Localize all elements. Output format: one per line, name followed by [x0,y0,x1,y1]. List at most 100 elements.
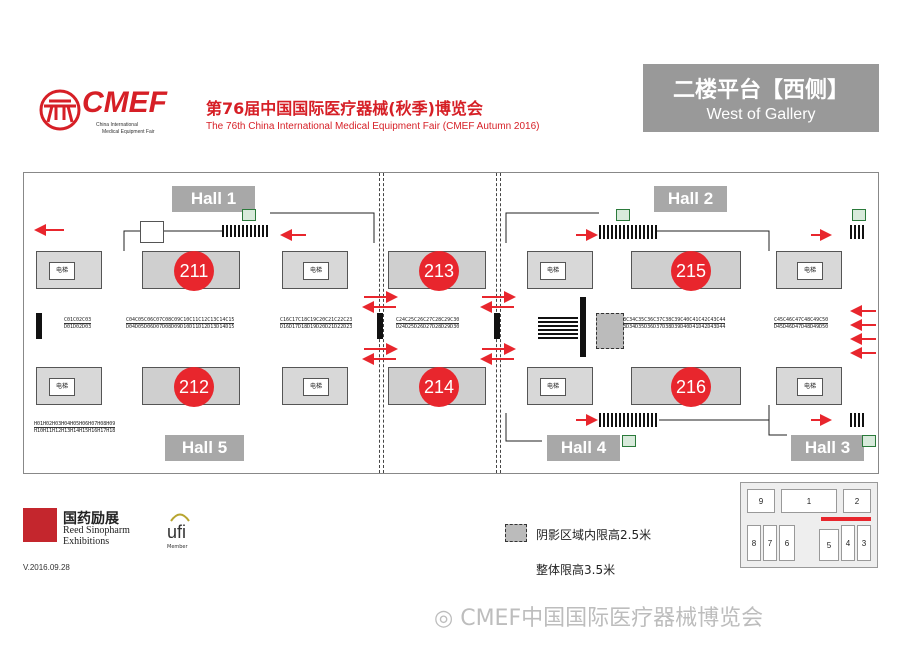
booth-row[interactable]: D04D05D06D07D08D09D10D11D12D13D14D15 [126,324,235,330]
minimap-current-area [821,517,871,521]
ufi-text: ufi [167,522,187,542]
venue-minimap[interactable]: 9 1 2 8 7 6 5 4 3 [740,482,878,568]
booth-row[interactable]: H01H02H03H04H05H06H07H08H09 [34,421,116,428]
booth-group-d[interactable]: C24C25C26C27C28C29C30 D24D25D26D27D28D29… [396,317,460,330]
stairs [599,413,659,427]
minimap-hall-6[interactable]: 6 [779,525,795,561]
page-title-cn: 第76届中国国际医疗器械(秋季)博览会 [206,99,483,118]
minimap-hall-5[interactable]: 5 [819,529,839,561]
area-badge-cn: 二楼平台【西侧】 [672,78,849,103]
stairs [850,225,866,239]
elevator-block-4: 电梯 [776,251,842,289]
booth-row[interactable]: D16D17D18D19D20D21D22D23 [280,324,353,330]
legend-overall-text: 整体限高3.5米 [536,563,616,577]
direction-arrows [34,224,876,426]
elevator-icon: 电梯 [797,262,823,280]
logo-subtitle-1: China International [96,122,138,128]
height-limit-zone [596,313,624,349]
elevator-block-6: 电梯 [282,367,348,405]
divider-4 [500,173,501,473]
area-badge: 二楼平台【西侧】 West of Gallery [643,64,879,132]
minimap-hall-1[interactable]: 1 [781,489,837,513]
legend-shade-text: 阴影区域内限高2.5米 [536,528,652,542]
booth-group-c[interactable]: C16C17C18C19C20C21C22C23 D16D17D18D19D20… [280,317,353,330]
ufi-logo: ufi Member [165,512,195,552]
booth-row[interactable]: C24C25C26C27C28C29C30 [396,317,460,324]
elevator-icon: 电梯 [303,262,329,280]
version-text: V.2016.09.28 [23,563,70,572]
booth-row[interactable]: D01D02D03 [64,324,92,330]
logo-wordmark: CMEF [82,86,167,119]
exit-sign-icon [616,209,630,221]
elevator-icon: 电梯 [540,262,566,280]
stairs [599,225,657,239]
minimap-hall-3[interactable]: 3 [857,525,871,561]
elevator-block-7: 电梯 [527,367,593,405]
minimap-hall-9[interactable]: 9 [747,489,775,513]
wechat-icon: ◎ [434,606,454,631]
organizer-name-en2: Exhibitions [63,536,110,547]
booth-row[interactable]: C31C32C33C34C35C36C37C38C39C40C41C42C43C… [599,317,726,324]
exit-sign-icon [852,209,866,221]
cmef-emblem-icon [39,89,81,131]
exit-sign-icon [242,209,256,221]
corridor-lines [123,212,787,442]
elevator-block-3: 电梯 [527,251,593,289]
elevator-icon: 电梯 [540,378,566,396]
booth-group-f[interactable]: C45C46C47C48C49C50 D45D46D47D48D49D50 [774,317,829,330]
elevator-block-1: 电梯 [36,251,102,289]
floor-plan: Hall 1 Hall 2 Hall 5 Hall 4 Hall 3 电梯 21… [23,172,879,474]
wall-bar [36,313,42,339]
ufi-mark-icon [170,513,190,522]
hall-4-label[interactable]: Hall 4 [547,435,620,461]
booth-row[interactable]: C45C46C47C48C49C50 [774,317,829,324]
exit-sign-icon [622,435,636,447]
stairs [538,317,578,339]
minimap-hall-7[interactable]: 7 [763,525,777,561]
hall-1-label[interactable]: Hall 1 [172,186,255,212]
exit-sign-icon [862,435,876,447]
legend-shade-swatch [505,524,527,542]
minimap-hall-2[interactable]: 2 [843,489,871,513]
room-216-marker[interactable]: 216 [671,367,711,407]
wall-bar [580,297,586,357]
elevator-block-5: 电梯 [36,367,102,405]
hall-2-label[interactable]: Hall 2 [654,186,727,212]
cmef-logo: CMEF China International Medical Equipme… [38,86,198,138]
organizer-logo: 国药励展 Reed Sinopharm Exhibitions [23,508,163,558]
booth-row[interactable]: C01C02C03 [64,317,92,324]
elevator-block-8: 电梯 [776,367,842,405]
booth-row[interactable]: C04C05C06C07C08C09C10C11C12C13C14C15 [126,317,235,324]
elevator-icon: 电梯 [797,378,823,396]
booth-row[interactable]: D24D25D26D27D28D29D30 [396,324,460,330]
minimap-hall-8[interactable]: 8 [747,525,761,561]
divider-2 [383,173,384,473]
elevator-icon: 电梯 [49,262,75,280]
minimap-hall-4[interactable]: 4 [841,525,855,561]
logo-subtitle-2: Medical Equipment Fair [102,129,155,135]
booth-row[interactable]: D45D46D47D48D49D50 [774,324,829,330]
organizer-name-cn: 国药励展 [63,511,119,527]
booth-row[interactable]: H10H11H12H13H14H15H16H17H18 [34,428,116,434]
hall-5-label[interactable]: Hall 5 [165,435,244,461]
booth-row[interactable]: C16C17C18C19C20C21C22C23 [280,317,353,324]
hall-3-label[interactable]: Hall 3 [791,435,864,461]
room-215-marker[interactable]: 215 [671,251,711,291]
room-213-marker[interactable]: 213 [419,251,459,291]
booth-group-h[interactable]: H01H02H03H04H05H06H07H08H09 H10H11H12H13… [34,421,116,434]
room-211-marker[interactable]: 211 [174,251,214,291]
wall-bar [494,313,500,339]
room-214-marker[interactable]: 214 [419,367,459,407]
booth-row[interactable]: D31D32D33D34D35D36D37D38D39D40D41D42D43D… [599,324,726,330]
watermark: ◎ CMEF中国国际医疗器械博览会 [434,600,763,632]
elevator-block-2: 电梯 [282,251,348,289]
watermark-text: CMEF中国国际医疗器械博览会 [460,606,764,631]
ufi-member: Member [167,544,188,550]
booth-group-e[interactable]: C31C32C33C34C35C36C37C38C39C40C41C42C43C… [599,317,726,330]
page-title-en: The 76th China International Medical Equ… [206,121,540,132]
room-212-marker[interactable]: 212 [174,367,214,407]
booth-group-a[interactable]: C01C02C03 D01D02D03 [64,317,92,330]
booth-group-b[interactable]: C04C05C06C07C08C09C10C11C12C13C14C15 D04… [126,317,235,330]
organizer-seal-icon [23,508,57,542]
stairs [222,225,270,237]
